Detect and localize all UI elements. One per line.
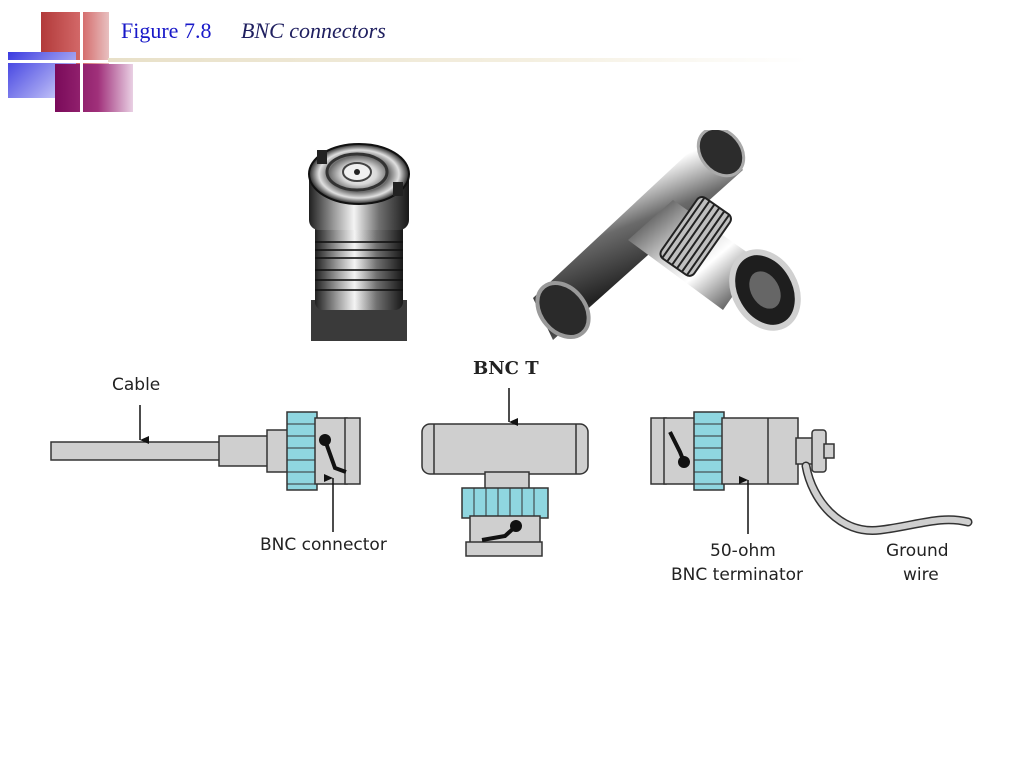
figure-number: Figure 7.8: [121, 18, 212, 43]
terminator-assembly: [650, 411, 973, 535]
bnc-t-assembly: [421, 388, 589, 557]
figure-title: Figure 7.8 BNC connectors: [121, 18, 386, 44]
figure-caption: BNC connectors: [240, 18, 386, 43]
terminator-label-line1: 50-ohm: [710, 541, 776, 561]
bnc-t-label: BNC T: [473, 358, 539, 379]
terminator-label-line2: BNC terminator: [671, 565, 803, 585]
decor-purple-square: [55, 64, 133, 112]
cable-assembly: [50, 405, 361, 532]
decor-horizontal-line: [8, 60, 133, 63]
cable: [50, 441, 222, 461]
terminator-body: [721, 417, 799, 485]
bnc-t-body: [421, 423, 589, 475]
ground-wire-label-line2: wire: [903, 565, 939, 585]
bnc-connector-sleeve: [286, 411, 318, 491]
bnc-t-photo: [533, 130, 803, 341]
title-underline: [108, 58, 808, 62]
terminator-sleeve: [693, 411, 725, 491]
cable-label: Cable: [112, 375, 161, 395]
bnc-connector-label: BNC connector: [260, 535, 387, 555]
bnc-t-sleeve: [461, 487, 549, 519]
bnc-connector-photo: [297, 130, 421, 341]
ground-wire-label-line1: Ground: [886, 541, 949, 561]
